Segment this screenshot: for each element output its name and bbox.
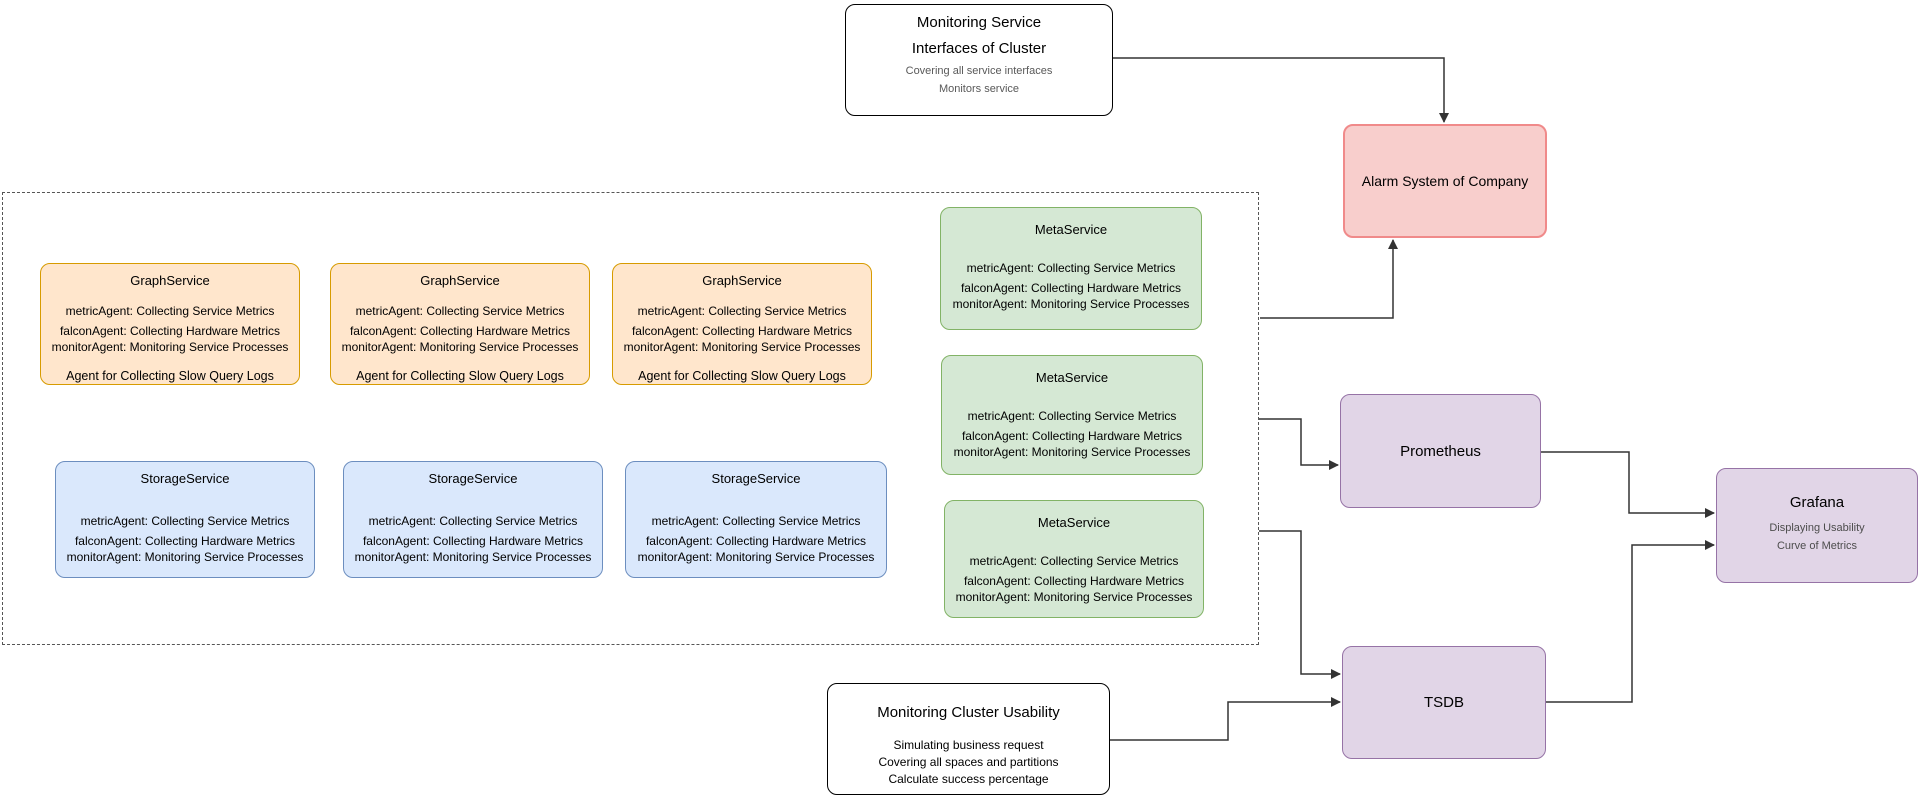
agent-line: monitorAgent: Monitoring Service Process… (341, 340, 579, 354)
connector-tsdb-to-grafana (1546, 540, 1715, 703)
agent-line: monitorAgent: Monitoring Service Process… (623, 340, 861, 354)
monitoring-service-subtitle-line1: Covering all service interfaces (905, 65, 1053, 77)
storageservice-title: StorageService (711, 471, 801, 486)
storageservice-title: StorageService (428, 471, 518, 486)
agent-line: monitorAgent: Monitoring Service Process… (66, 550, 304, 564)
grafana-subtitle-line2: Curve of Metrics (1776, 540, 1858, 552)
agent-line: monitorAgent: Monitoring Service Process… (354, 550, 592, 564)
graphservice-node-3: GraphService metricAgent: Collecting Ser… (612, 263, 872, 385)
agent-line: monitorAgent: Monitoring Service Process… (955, 590, 1193, 604)
agent-line: falconAgent: Collecting Hardware Metrics (74, 534, 296, 548)
graphservice-title: GraphService (420, 273, 500, 288)
agent-line: monitorAgent: Monitoring Service Process… (952, 297, 1190, 311)
connector-cluster-to-tsdb (1259, 530, 1341, 679)
storageservice-node-3: StorageService metricAgent: Collecting S… (625, 461, 887, 578)
agent-line: falconAgent: Collecting Hardware Metrics (349, 324, 571, 338)
slow-query-agent-line: Agent for Collecting Slow Query Logs (66, 369, 274, 383)
graphservice-node-2: GraphService metricAgent: Collecting Ser… (330, 263, 590, 385)
monitoring-service-node: Monitoring Service Interfaces of Cluster… (845, 4, 1113, 116)
agent-line: metricAgent: Collecting Service Metrics (355, 304, 565, 318)
agent-line: falconAgent: Collecting Hardware Metrics (963, 574, 1185, 588)
agent-line: metricAgent: Collecting Service Metrics (969, 554, 1179, 568)
metaservice-node-3: MetaService metricAgent: Collecting Serv… (944, 500, 1204, 618)
graphservice-title: GraphService (702, 273, 782, 288)
agent-line: falconAgent: Collecting Hardware Metrics (362, 534, 584, 548)
agent-line: metricAgent: Collecting Service Metrics (967, 409, 1177, 423)
agent-line: metricAgent: Collecting Service Metrics (637, 304, 847, 318)
prometheus-title: Prometheus (1400, 442, 1481, 460)
connector-prometheus-to-grafana (1541, 451, 1715, 518)
cluster-dashed-border (2, 192, 1259, 645)
tsdb-node: TSDB (1342, 646, 1546, 759)
graphservice-node-1: GraphService metricAgent: Collecting Ser… (40, 263, 300, 385)
tsdb-title: TSDB (1423, 694, 1464, 711)
agent-line: falconAgent: Collecting Hardware Metrics (631, 324, 853, 338)
connector-usability-to-tsdb (1110, 697, 1341, 741)
agent-line: monitorAgent: Monitoring Service Process… (953, 445, 1191, 459)
agent-line: monitorAgent: Monitoring Service Process… (637, 550, 875, 564)
usability-title: Monitoring Cluster Usability (877, 704, 1060, 721)
storageservice-node-1: StorageService metricAgent: Collecting S… (55, 461, 315, 578)
connector-cluster-to-alarm (1260, 239, 1398, 319)
usability-line: Calculate success percentage (888, 772, 1049, 786)
metaservice-node-1: MetaService metricAgent: Collecting Serv… (940, 207, 1202, 330)
usability-line: Simulating business request (893, 738, 1044, 752)
alarm-system-title: Alarm System of Company (1361, 173, 1529, 189)
agent-line: metricAgent: Collecting Service Metrics (368, 514, 578, 528)
monitoring-service-subtitle-line2: Monitors service (938, 83, 1020, 95)
agent-line: metricAgent: Collecting Service Metrics (65, 304, 275, 318)
monitoring-service-title-line1: Monitoring Service (916, 14, 1042, 31)
grafana-title: Grafana (1789, 494, 1845, 511)
storageservice-title: StorageService (140, 471, 230, 486)
graphservice-title: GraphService (130, 273, 210, 288)
agent-line: falconAgent: Collecting Hardware Metrics (960, 281, 1182, 295)
monitoring-cluster-usability-node: Monitoring Cluster Usability Simulating … (827, 683, 1110, 795)
agent-line: monitorAgent: Monitoring Service Process… (51, 340, 289, 354)
storageservice-node-2: StorageService metricAgent: Collecting S… (343, 461, 603, 578)
connector-cluster-to-prometheus (1259, 418, 1339, 470)
grafana-subtitle-line1: Displaying Usability (1769, 522, 1865, 534)
agent-line: falconAgent: Collecting Hardware Metrics (645, 534, 867, 548)
usability-line: Covering all spaces and partitions (878, 755, 1059, 769)
monitoring-service-title-line2: Interfaces of Cluster (911, 40, 1047, 57)
agent-line: falconAgent: Collecting Hardware Metrics (961, 429, 1183, 443)
agent-line: metricAgent: Collecting Service Metrics (966, 261, 1176, 275)
agent-line: falconAgent: Collecting Hardware Metrics (59, 324, 281, 338)
agent-line: metricAgent: Collecting Service Metrics (651, 514, 861, 528)
slow-query-agent-line: Agent for Collecting Slow Query Logs (638, 369, 846, 383)
metaservice-node-2: MetaService metricAgent: Collecting Serv… (941, 355, 1203, 475)
metaservice-title: MetaService (1037, 515, 1111, 530)
slow-query-agent-line: Agent for Collecting Slow Query Logs (356, 369, 564, 383)
connector-monitoring-service-to-alarm (1113, 57, 1449, 123)
prometheus-node: Prometheus (1340, 394, 1541, 508)
metaservice-title: MetaService (1035, 370, 1109, 385)
grafana-node: Grafana Displaying Usability Curve of Me… (1716, 468, 1918, 583)
alarm-system-node: Alarm System of Company (1343, 124, 1547, 238)
metaservice-title: MetaService (1034, 222, 1108, 237)
agent-line: metricAgent: Collecting Service Metrics (80, 514, 290, 528)
